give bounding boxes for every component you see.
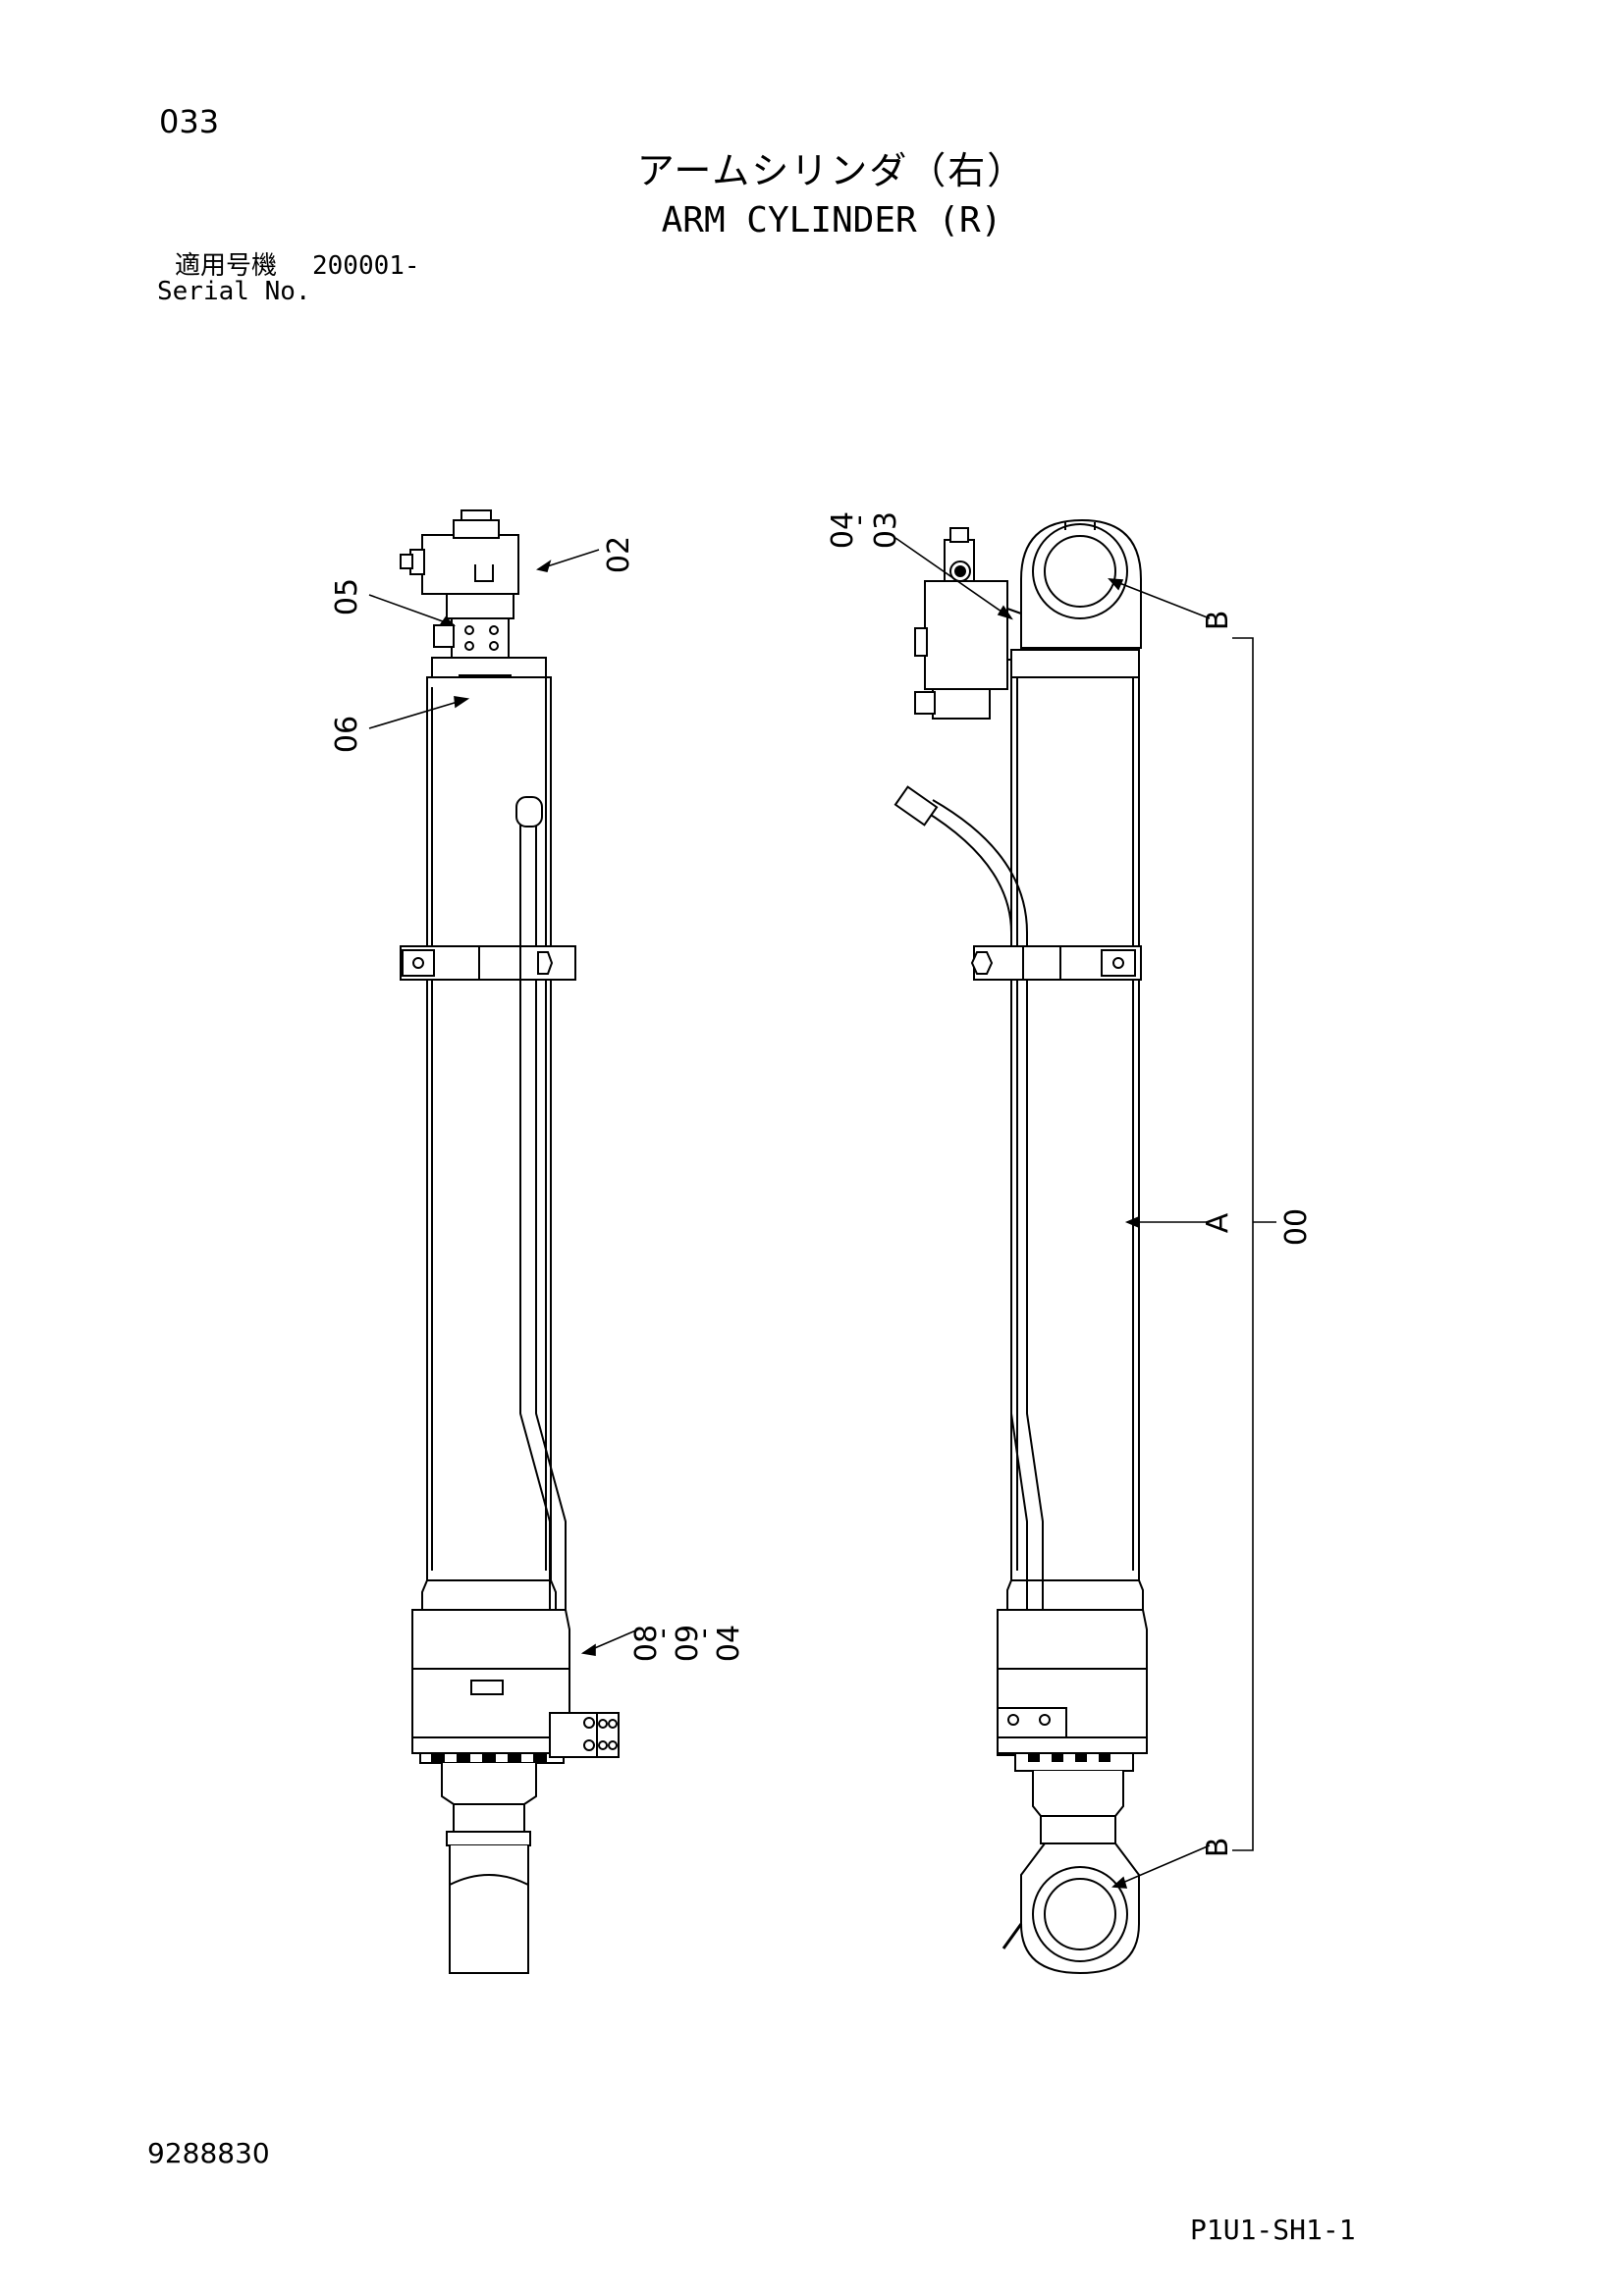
callout-02: 02 — [602, 536, 636, 573]
right-hydraulic-pipe — [893, 785, 1044, 1688]
callout-05: 05 — [330, 578, 364, 615]
callout-09: 09 — [671, 1625, 705, 1662]
right-rod-end-head — [997, 1609, 1148, 1772]
callout-dash-2: - — [686, 1629, 721, 1639]
serial-label-english: Serial No. — [157, 277, 311, 306]
right-top-eye — [1020, 518, 1142, 649]
callout-04-left: 04 — [712, 1625, 746, 1662]
left-piston-rod — [441, 1763, 537, 1974]
document-number: 9288830 — [147, 2137, 270, 2169]
serial-label-japanese: 適用号機 — [175, 251, 278, 281]
callout-b-top: B — [1201, 611, 1235, 631]
sheet-code: P1U1-SH1-1 — [1190, 2214, 1356, 2246]
callout-00: 00 — [1279, 1208, 1314, 1246]
callout-04-right: 04 — [826, 511, 860, 549]
left-valve-block — [400, 509, 519, 659]
left-cylinder-view — [400, 509, 620, 1974]
page-number: 033 — [159, 103, 220, 140]
leader-lines — [368, 537, 1276, 1889]
callout-03: 03 — [869, 511, 903, 549]
callout-08: 08 — [629, 1625, 664, 1662]
right-bottom-eye — [1001, 1771, 1140, 1975]
callout-dash-1: - — [645, 1629, 679, 1639]
left-pipe-clamp — [400, 945, 576, 981]
callout-labels: 02 05 06 08 - 09 - 04 04 - 03 B A 00 B — [330, 511, 1314, 1857]
right-cylinder-view — [893, 518, 1148, 1975]
callout-06: 06 — [330, 716, 364, 753]
serial-range: 200001- — [312, 251, 420, 281]
left-rod-end-head — [411, 1609, 620, 1764]
callout-a: A — [1201, 1212, 1235, 1233]
title-japanese: アームシリンダ（右） — [636, 149, 1027, 192]
callout-b-bottom: B — [1201, 1838, 1235, 1858]
title-english: ARM CYLINDER (R) — [661, 200, 1002, 240]
right-valve-block — [914, 527, 1022, 720]
right-pipe-clamp — [970, 945, 1142, 981]
callout-dash-3: - — [841, 515, 876, 526]
left-cylinder-barrel — [426, 676, 552, 1581]
left-hydraulic-pipe — [515, 677, 567, 1688]
right-cylinder-barrel — [1010, 649, 1140, 1581]
